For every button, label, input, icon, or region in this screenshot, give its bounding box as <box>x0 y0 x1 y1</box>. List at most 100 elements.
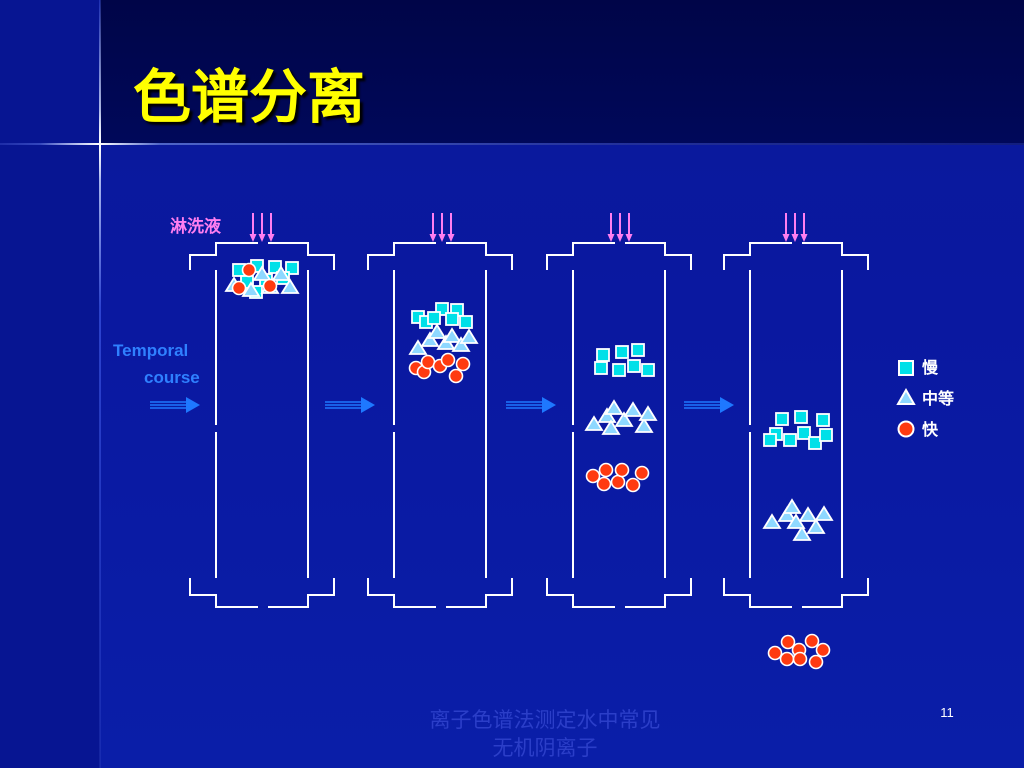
column-3 <box>546 242 692 608</box>
fast-circle <box>420 354 436 370</box>
medium-triangle <box>762 513 782 529</box>
flow-arrow-4 <box>684 397 734 413</box>
medium-triangle <box>792 525 812 541</box>
medium-triangle <box>782 498 802 514</box>
eluent-label: 淋洗液 <box>170 216 221 237</box>
medium-triangle <box>241 281 261 297</box>
medium-triangle <box>604 399 624 415</box>
medium-triangle <box>271 265 291 281</box>
flow-arrow-1 <box>150 397 200 413</box>
legend-slow-label: 慢 <box>922 358 939 377</box>
fast-circle <box>634 465 650 481</box>
slow-square <box>612 363 626 377</box>
slow-square <box>627 359 641 373</box>
footer-line2: 无机阴离子 <box>492 736 598 760</box>
fast-circle <box>440 352 456 368</box>
temporal-label-line2: course <box>144 368 200 387</box>
legend-square-icon <box>898 360 914 376</box>
slow-square <box>794 410 808 424</box>
medium-triangle <box>634 417 654 433</box>
slow-square <box>427 311 441 325</box>
fast-circle <box>792 651 808 667</box>
eluent-arrows-1 <box>249 213 275 242</box>
slow-square <box>808 436 822 450</box>
fast-circle <box>780 634 796 650</box>
eluent-arrows-2 <box>429 213 455 242</box>
slow-square <box>615 345 629 359</box>
slow-square <box>459 315 473 329</box>
fast-circle <box>231 280 247 296</box>
legend-circle-icon <box>897 420 915 438</box>
medium-triangle <box>638 405 658 421</box>
fast-circle <box>262 278 278 294</box>
medium-triangle <box>442 327 462 343</box>
slow-square <box>445 312 459 326</box>
fast-circle <box>625 477 641 493</box>
sparkle-vertical <box>99 110 101 180</box>
slow-square <box>596 348 610 362</box>
temporal-label-line1: Temporal <box>113 341 188 360</box>
legend-fast-label: 快 <box>922 420 939 439</box>
medium-triangle <box>252 265 272 281</box>
slow-square <box>285 261 299 275</box>
footer-text: 离子色谱法测定水中常见 无机阴离子 <box>400 706 690 762</box>
particles-layer <box>224 259 834 670</box>
fast-circle <box>585 468 601 484</box>
fast-circle <box>614 462 630 478</box>
left-band <box>0 0 100 768</box>
medium-triangle <box>280 278 300 294</box>
medium-triangle <box>623 401 643 417</box>
header-band <box>0 0 1024 145</box>
column-1 <box>189 242 335 608</box>
medium-triangle <box>777 506 797 522</box>
medium-triangle <box>601 419 621 435</box>
fast-circle <box>241 262 257 278</box>
fast-circle <box>448 368 464 384</box>
slow-square <box>816 413 830 427</box>
legend: 慢 中等 快 <box>896 358 954 439</box>
flow-arrow-3 <box>506 397 556 413</box>
slow-square <box>641 363 655 377</box>
medium-triangle <box>408 339 428 355</box>
fast-circle <box>779 651 795 667</box>
slow-square <box>797 426 811 440</box>
slow-square <box>594 361 608 375</box>
fast-circle <box>610 474 626 490</box>
eluent-arrows-3 <box>607 213 633 242</box>
fast-circle <box>808 654 824 670</box>
flow-arrow-2 <box>325 397 375 413</box>
slow-square <box>763 433 777 447</box>
slow-square <box>819 428 833 442</box>
medium-triangle <box>584 415 604 431</box>
slow-square <box>783 433 797 447</box>
left-divider <box>99 0 101 768</box>
legend-medium-label: 中等 <box>922 389 954 408</box>
medium-triangle <box>427 323 447 339</box>
eluent-arrows-4 <box>782 213 808 242</box>
medium-triangle <box>798 506 818 522</box>
medium-triangle <box>597 407 617 423</box>
medium-triangle <box>806 518 826 534</box>
medium-triangle <box>786 513 806 529</box>
columns-layer <box>189 242 869 608</box>
slow-square <box>775 412 789 426</box>
header-divider <box>0 143 1024 145</box>
fast-circle <box>804 633 820 649</box>
medium-triangle <box>814 505 834 521</box>
medium-triangle <box>459 328 479 344</box>
column-2 <box>367 242 513 608</box>
legend-triangle-icon <box>896 387 916 405</box>
fast-circle <box>767 645 783 661</box>
medium-triangle <box>451 336 471 352</box>
column-4 <box>723 242 869 608</box>
fast-circle <box>596 476 612 492</box>
slide-title: 色谱分离 <box>133 63 366 131</box>
page-number: 11 <box>940 705 954 720</box>
fast-circle <box>815 642 831 658</box>
fast-circle <box>455 356 471 372</box>
medium-triangle <box>614 411 634 427</box>
arrows-layer <box>150 213 808 413</box>
fast-circle <box>598 462 614 478</box>
